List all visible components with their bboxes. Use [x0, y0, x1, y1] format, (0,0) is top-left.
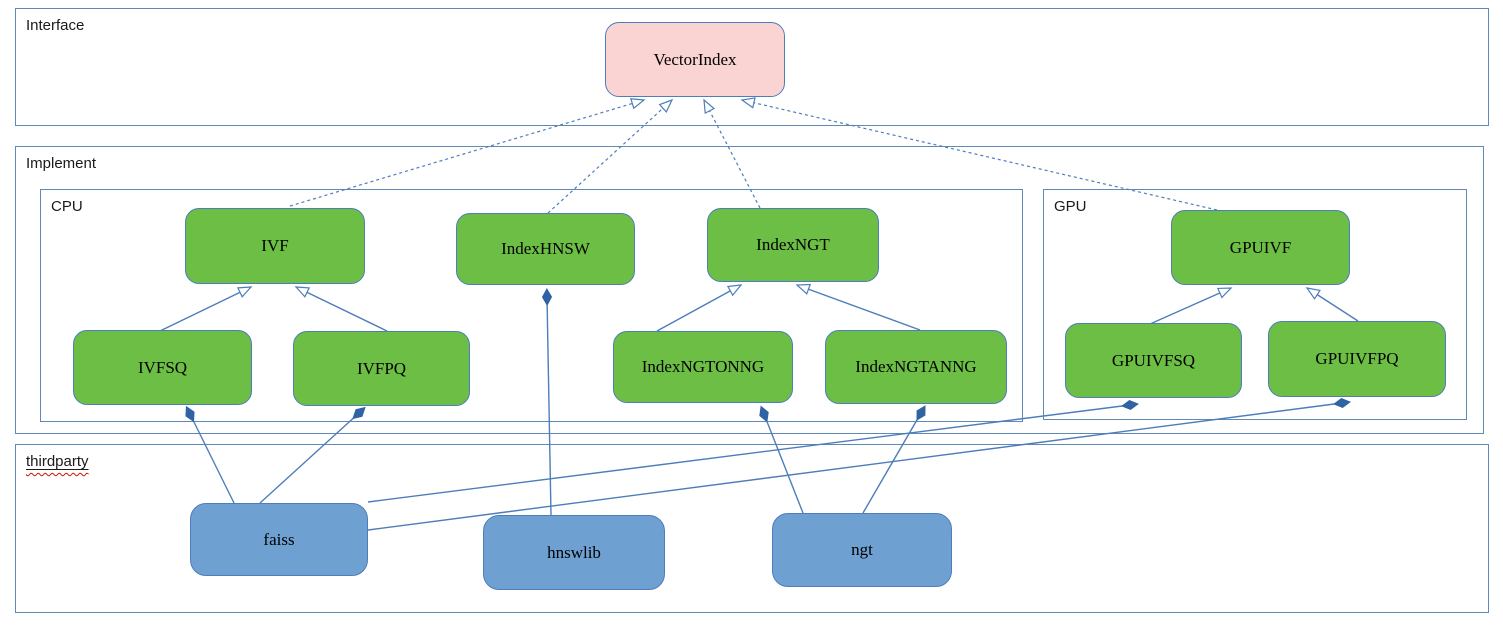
node-label-hnswlib: hnswlib: [547, 542, 601, 562]
node-label-ivf: IVF: [261, 236, 289, 255]
node-ivf[interactable]: IVF: [185, 208, 365, 284]
node-gpuivfpq[interactable]: GPUIVFPQ: [1268, 321, 1446, 397]
node-ivfpq[interactable]: IVFPQ: [293, 331, 470, 406]
node-indexngtanng[interactable]: IndexNGTANNG: [825, 330, 1007, 404]
node-label-gpuivfsq: GPUIVFSQ: [1111, 350, 1196, 370]
section-label-interface: Interface: [26, 17, 85, 34]
node-label-indexngt: IndexNGT: [756, 235, 830, 254]
node-hnswlib[interactable]: hnswlib: [483, 515, 665, 590]
node-label-gpuivf: GPUIVF: [1229, 237, 1292, 257]
node-label-indexngtonng: IndexNGTONNG: [641, 357, 765, 376]
node-ngt[interactable]: ngt: [772, 513, 952, 587]
section-label-cpu: CPU: [51, 198, 83, 215]
node-indexngt[interactable]: IndexNGT: [707, 208, 879, 282]
node-vectorindex[interactable]: VectorIndex: [605, 22, 785, 97]
node-gpuivfsq[interactable]: GPUIVFSQ: [1065, 323, 1242, 398]
section-label-implement: Implement: [26, 155, 97, 172]
node-label-vectorindex: VectorIndex: [653, 49, 737, 69]
node-label-ngt: ngt: [851, 540, 873, 559]
node-gpuivf[interactable]: GPUIVF: [1171, 210, 1350, 285]
node-faiss[interactable]: faiss: [190, 503, 368, 576]
node-label-faiss: faiss: [263, 529, 295, 549]
node-label-indexhnsw: IndexHNSW: [501, 239, 590, 258]
section-label-thirdparty: thirdparty: [26, 453, 89, 470]
node-indexngtonng[interactable]: IndexNGTONNG: [613, 331, 793, 403]
node-label-gpuivfpq: GPUIVFPQ: [1315, 349, 1399, 368]
section-label-gpu: GPU: [1054, 198, 1087, 215]
node-label-ivfsq: IVFSQ: [137, 357, 188, 377]
node-indexhnsw[interactable]: IndexHNSW: [456, 213, 635, 285]
node-label-indexngtanng: IndexNGTANNG: [855, 357, 977, 376]
node-ivfsq[interactable]: IVFSQ: [73, 330, 252, 405]
node-label-ivfpq: IVFPQ: [356, 358, 407, 378]
